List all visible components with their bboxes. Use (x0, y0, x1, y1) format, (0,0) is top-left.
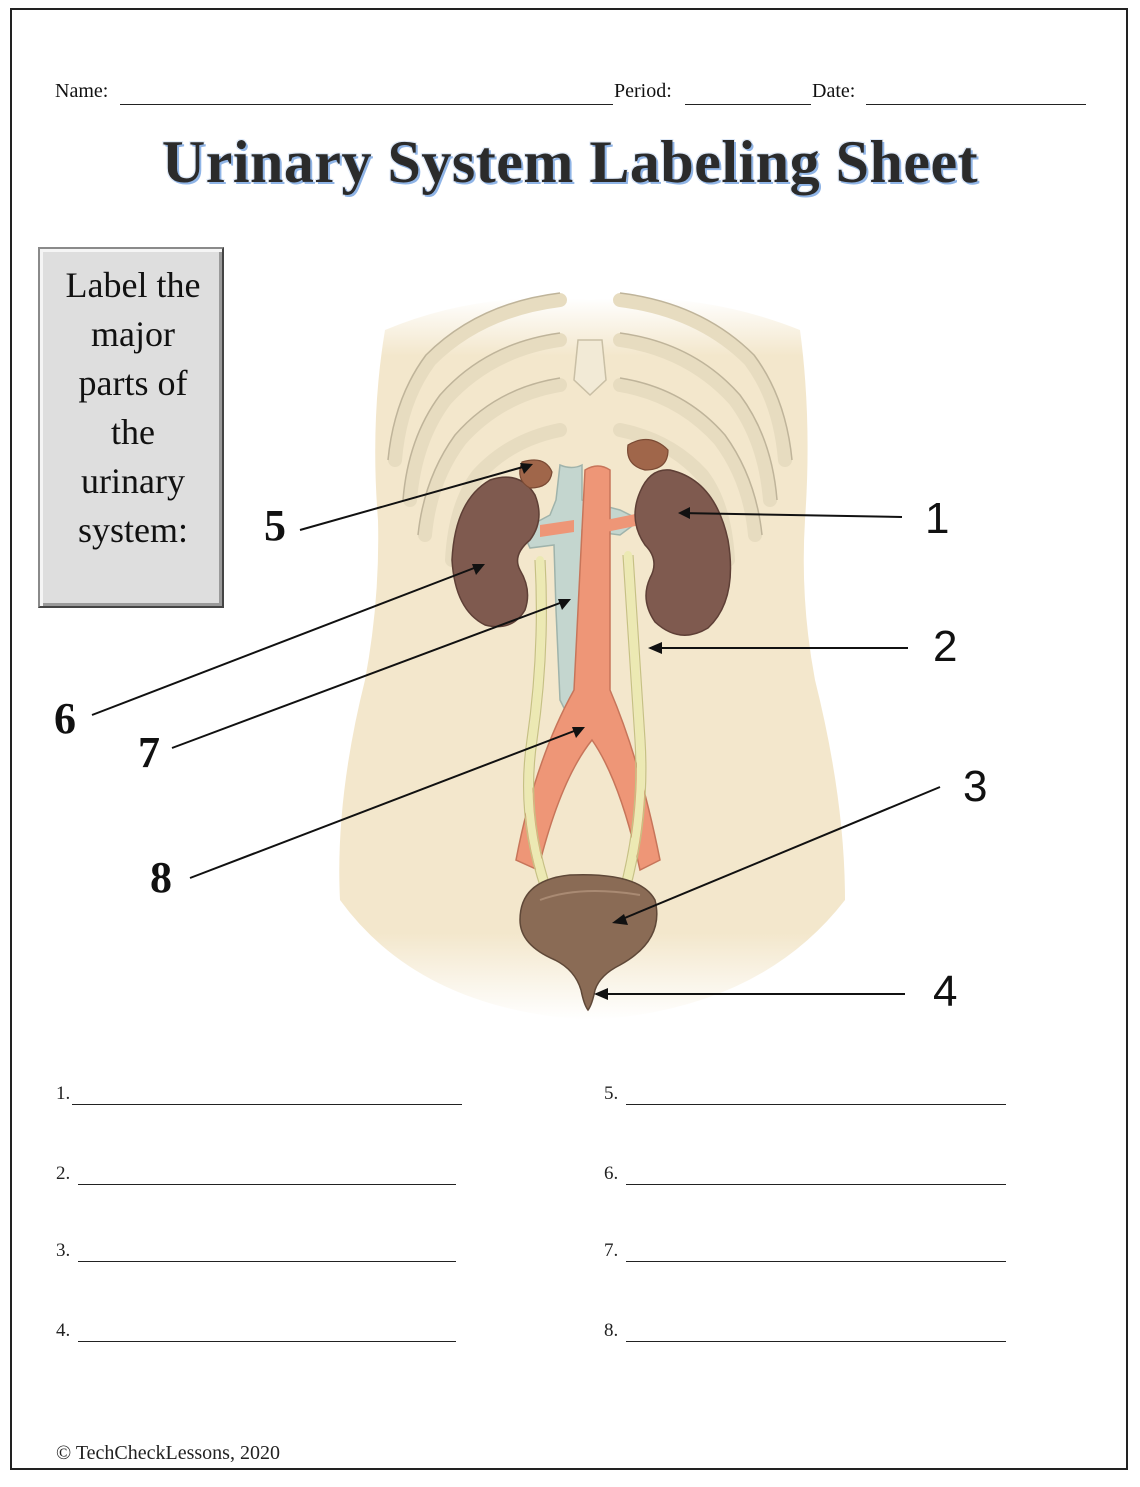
ureter-outlines (522, 554, 647, 901)
name-field[interactable] (120, 104, 613, 105)
date-label: Date: (812, 80, 856, 102)
name-label: Name: (55, 80, 109, 102)
answer-label-6: 6. (604, 1163, 619, 1184)
diagram-number-7: 7 (138, 728, 160, 777)
answer-label-5: 5. (604, 1083, 619, 1104)
answer-line-5[interactable] (626, 1104, 1006, 1105)
sternum (573, 339, 607, 397)
renal-artery-left (540, 520, 574, 537)
diagram-number-2: 2 (933, 622, 958, 671)
right-adrenal-gland (627, 439, 669, 471)
left-kidney (451, 476, 540, 628)
answer-line-3[interactable] (78, 1261, 456, 1262)
answer-line-1[interactable] (72, 1104, 462, 1105)
arrow-heads (472, 463, 690, 1000)
leader-line-7 (171, 599, 569, 749)
answer-line-4[interactable] (78, 1341, 456, 1342)
ureters (524, 551, 645, 904)
ribcage (388, 293, 792, 567)
right-kidney (634, 469, 732, 636)
answer-line-8[interactable] (626, 1341, 1006, 1342)
answer-label-1: 1. (56, 1083, 71, 1104)
answer-line-7[interactable] (626, 1261, 1006, 1262)
leader-line-1 (679, 512, 903, 518)
instruction-text: Label the major parts of the urinary sys… (65, 265, 201, 550)
leader-line-5 (299, 464, 531, 531)
instruction-box: Label the major parts of the urinary sys… (38, 247, 224, 608)
page-title: Urinary System Labeling Sheet (161, 129, 979, 195)
answer-label-4: 4. (56, 1320, 71, 1341)
diagram-number-5: 5 (264, 501, 286, 550)
copyright-footer: © TechCheckLessons, 2020 (56, 1442, 280, 1464)
answer-label-3: 3. (56, 1240, 71, 1261)
rib-outlines (387, 292, 793, 536)
leader-lines (91, 464, 941, 995)
page-border (10, 8, 1128, 1470)
bladder (519, 873, 658, 1012)
diagram-number-3: 3 (963, 762, 988, 811)
answer-line-6[interactable] (626, 1184, 1006, 1185)
answer-line-2[interactable] (78, 1184, 456, 1185)
date-field[interactable] (866, 104, 1086, 105)
leader-line-3 (614, 786, 941, 923)
diagram-number-4: 4 (933, 967, 958, 1016)
answer-label-8: 8. (604, 1320, 619, 1341)
answer-label-7: 7. (604, 1240, 619, 1261)
leader-line-8 (189, 727, 583, 879)
answer-label-2: 2. (56, 1163, 71, 1184)
diagram-number-8: 8 (150, 853, 172, 902)
diagram-number-1: 1 (925, 494, 950, 543)
period-field[interactable] (685, 104, 811, 105)
period-label: Period: (614, 80, 672, 102)
diagram-number-6: 6 (54, 694, 76, 743)
leader-line-6 (91, 564, 483, 716)
